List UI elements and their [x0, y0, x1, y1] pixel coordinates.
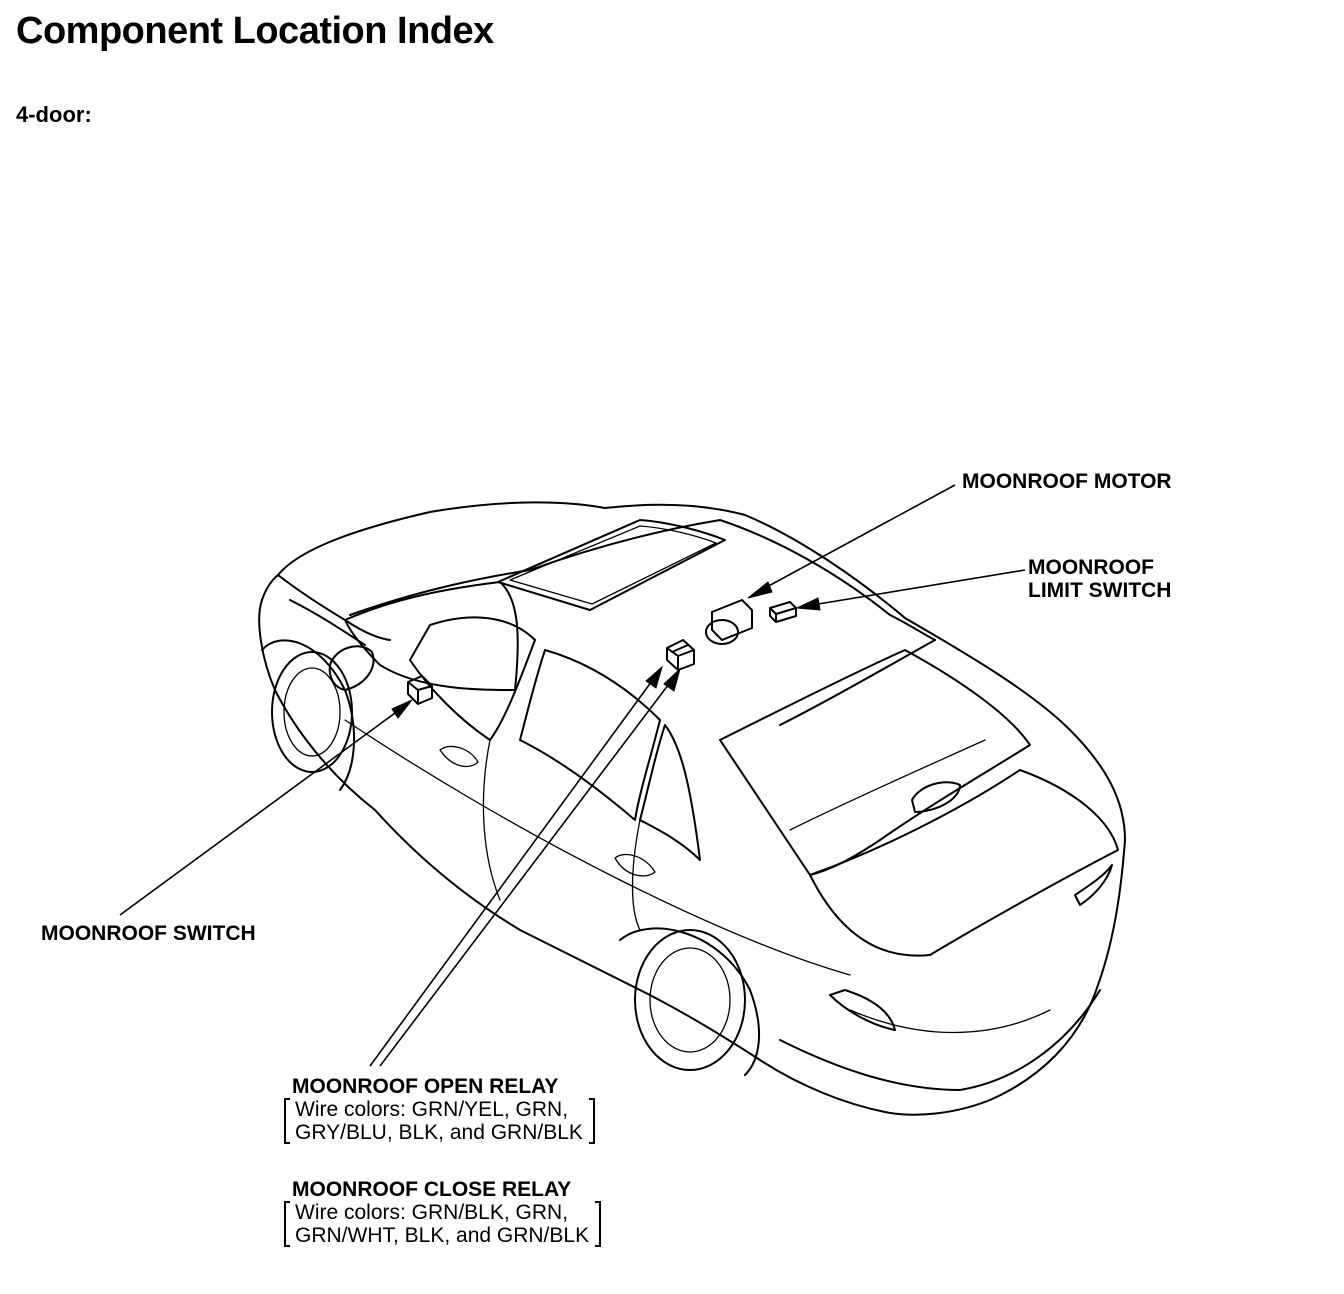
open-relay-wire-line2: GRY/BLU, BLK, and GRN/BLK [295, 1121, 583, 1144]
windshield [344, 581, 519, 691]
open-relay-arrowhead [645, 665, 663, 689]
body-style-subtitle: 4-door: [16, 102, 92, 127]
moonroof-switch-marker [407, 675, 433, 705]
front-door-handle [439, 745, 479, 768]
motor-leader [751, 484, 956, 596]
close-relay-wire-line1: Wire colors: GRN/BLK, GRN, [295, 1201, 569, 1224]
switch-arrowhead [391, 699, 413, 719]
moonroof-motor-marker [711, 599, 753, 641]
close-relay-leader [379, 671, 679, 1067]
car-body-outline [258, 501, 1126, 1116]
right-tail-light [1074, 864, 1113, 906]
moonroof-relay-marker [666, 639, 695, 671]
open-relay-wire-line1: Wire colors: GRN/YEL, GRN, [295, 1098, 569, 1121]
rear-wheel [634, 929, 746, 1071]
rear-bumper [779, 989, 1101, 1091]
roof-rear-edge [779, 639, 936, 726]
side-mirror [328, 645, 375, 691]
moonroof-open-relay-block: MOONROOF OPEN RELAY Wire colors: GRN/YEL… [284, 1075, 595, 1144]
limit-switch-leader [799, 569, 1026, 608]
limit-switch-arrowhead [795, 597, 821, 611]
left-tail-light [829, 989, 896, 1031]
trunk-crease [789, 739, 986, 831]
component-markers [407, 599, 797, 705]
moonroof-motor-label: MOONROOF MOTOR [962, 470, 1172, 493]
front-door-seam [482, 739, 501, 901]
rear-door-handle [614, 853, 656, 877]
moonroof-close-relay-block: MOONROOF CLOSE RELAY Wire colors: GRN/BL… [284, 1178, 602, 1247]
brake-light [911, 781, 961, 813]
body-side-crease [344, 719, 851, 976]
front-wheel-rim [283, 667, 341, 757]
close-relay-wire-line2: GRN/WHT, BLK, and GRN/BLK [295, 1224, 590, 1247]
sunroof-inner [509, 525, 717, 605]
moonroof-close-relay-title: MOONROOF CLOSE RELAY [292, 1178, 572, 1201]
leader-lines [119, 484, 1026, 1067]
rear-window [719, 649, 1031, 876]
page-title: Component Location Index [16, 10, 494, 52]
open-relay-leader [369, 669, 661, 1067]
moonroof-limit-switch-label-line2: LIMIT SWITCH [1028, 579, 1172, 602]
moonroof-limit-switch-marker [769, 601, 797, 623]
rear-wheel-arch [619, 927, 761, 1076]
moonroof-motor-gear [705, 619, 739, 645]
close-relay-arrowhead [663, 667, 681, 692]
hood-crease [289, 599, 366, 646]
rear-wheel-rim [649, 947, 731, 1053]
switch-leader [119, 701, 411, 916]
moonroof-open-relay-wire-colors: Wire colors: GRN/YEL, GRN, GRY/BLU, BLK,… [284, 1098, 595, 1144]
front-side-window [409, 616, 536, 741]
moonroof-switch-label: MOONROOF SWITCH [41, 922, 256, 945]
moonroof-limit-switch-label-line1: MOONROOF [1028, 556, 1154, 579]
rear-side-window [519, 649, 661, 821]
trunk-lid [809, 769, 1119, 957]
sedan-illustration [258, 501, 1126, 1116]
sunroof-panel [497, 519, 726, 611]
front-wheel-arch [261, 639, 355, 791]
roof-outline [349, 519, 936, 641]
moonroof-open-relay-title: MOONROOF OPEN RELAY [292, 1075, 559, 1098]
moonroof-limit-switch-label: MOONROOF LIMIT SWITCH [1028, 556, 1171, 602]
motor-arrowhead [747, 581, 773, 599]
moonroof-close-relay-wire-colors: Wire colors: GRN/BLK, GRN, GRN/WHT, BLK,… [284, 1201, 602, 1247]
rear-bumper-line [849, 1009, 1051, 1034]
rear-quarter-window [639, 724, 701, 861]
